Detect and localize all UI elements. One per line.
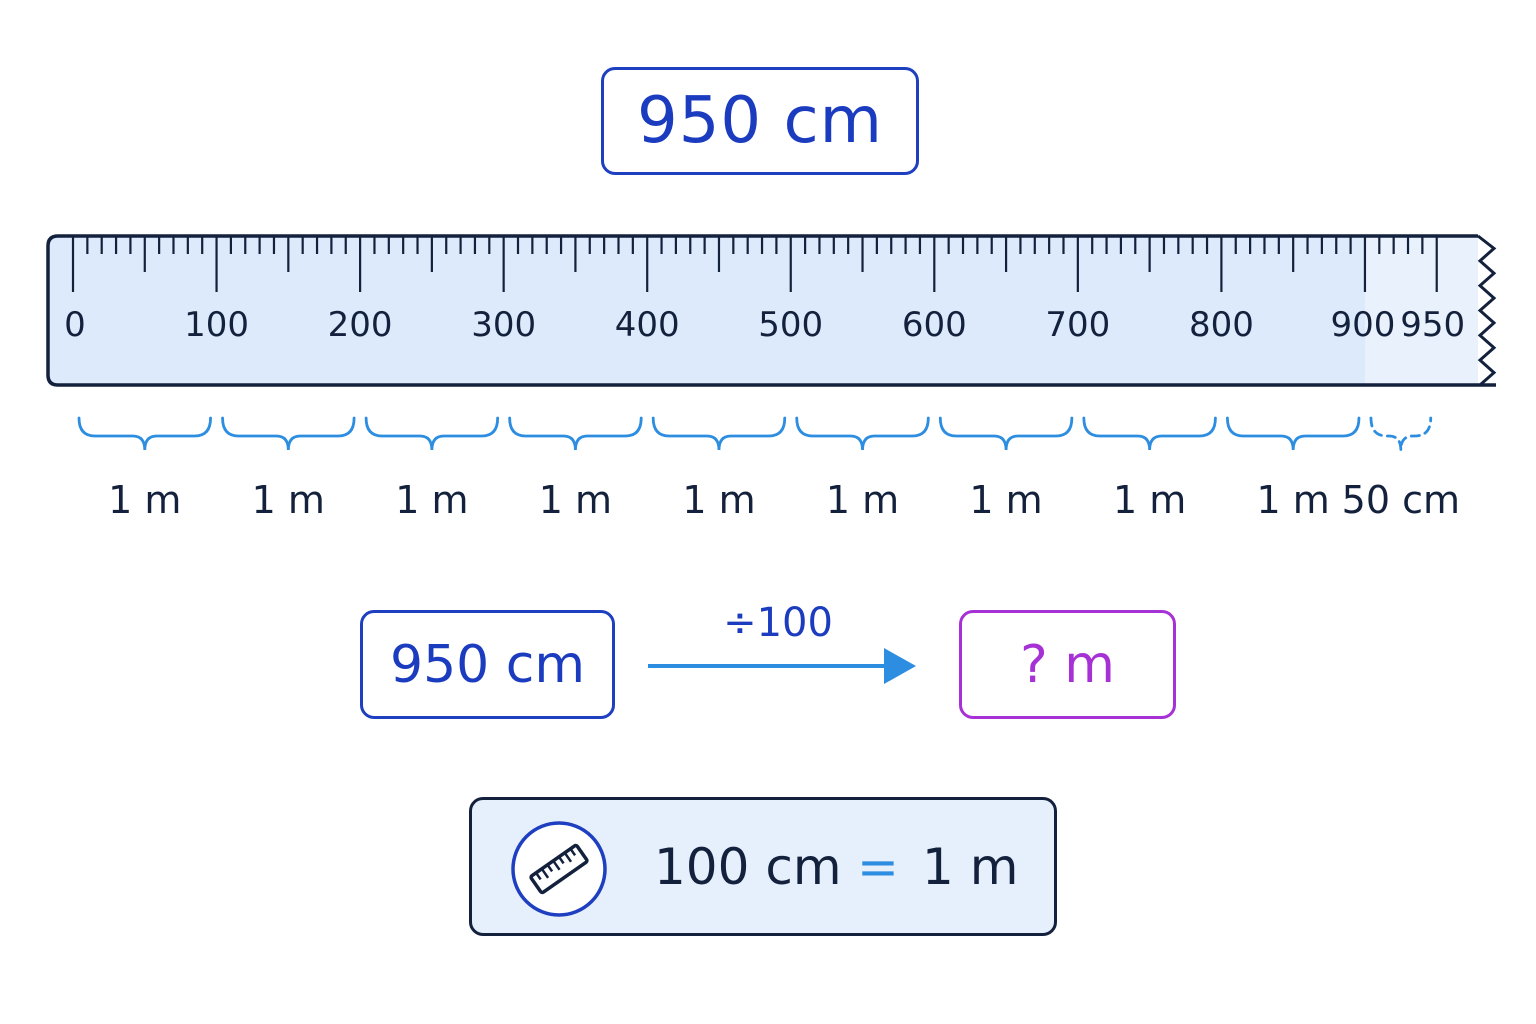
segment-brace	[1226, 416, 1361, 451]
segment-label: 1 m	[252, 478, 325, 522]
ruler-label: 700	[1045, 305, 1110, 345]
ruler-label: 800	[1189, 305, 1254, 345]
segment-brace	[221, 416, 356, 451]
ruler-label: 600	[902, 305, 967, 345]
segment-brace	[1369, 416, 1433, 451]
segment-label: 1 m	[108, 478, 181, 522]
centimeter-box: 950 cm	[360, 610, 615, 719]
arrow-head	[884, 648, 916, 684]
title-box: 950 cm	[601, 67, 919, 175]
ruler-outline	[46, 234, 1496, 387]
segment-label: 1 m	[826, 478, 899, 522]
meter-box: ? m	[959, 610, 1176, 719]
fact-meters: 1 m	[922, 838, 1019, 896]
ruler-torn-edge	[1477, 234, 1497, 387]
segment-label: 50 cm	[1342, 478, 1460, 522]
ruler-label: 500	[758, 305, 823, 345]
segment-brace	[77, 416, 212, 451]
segment-brace	[1082, 416, 1217, 451]
segment-label: 1 m	[539, 478, 612, 522]
segment-labels: 1 m 1 m 1 m 1 m 1 m 1 m 1 m 1 m 1 m 50 cm	[108, 478, 1460, 522]
ruler-fill	[48, 236, 1478, 385]
fact-equals-sign: =	[857, 838, 899, 896]
segment-braces	[77, 416, 1433, 451]
segment-brace	[364, 416, 500, 451]
segment-label: 1 m	[682, 478, 755, 522]
ruler-ticks	[71, 236, 1438, 292]
conversion-arrow	[648, 648, 916, 684]
centimeter-value: 950 cm	[389, 634, 586, 695]
fact-centimeters: 100 cm	[654, 838, 842, 896]
ruler-label: 400	[615, 305, 680, 345]
ruler-label: 0	[64, 305, 86, 345]
ruler-icon	[511, 821, 607, 917]
meter-value: ? m	[1020, 634, 1115, 695]
ruler-end-fill	[1364, 236, 1478, 385]
ruler-label: 900	[1330, 305, 1395, 345]
segment-brace	[795, 416, 930, 451]
segment-brace	[938, 416, 1074, 451]
segment-label: 1 m	[395, 478, 468, 522]
title-text: 950 cm	[636, 84, 884, 158]
segment-label: 1 m	[969, 478, 1042, 522]
ruler-label: 300	[471, 305, 536, 345]
conversion-fact-box: 100 cm = 1 m	[469, 797, 1057, 936]
ruler-label: 100	[184, 305, 249, 345]
segment-label: 1 m	[1113, 478, 1186, 522]
divide-operation-label: ÷100	[723, 600, 833, 646]
ruler-label: 950	[1400, 305, 1465, 345]
segment-label: 1 m	[1257, 478, 1330, 522]
ruler-body	[46, 234, 1497, 387]
ruler-label: 200	[328, 305, 393, 345]
segment-brace	[651, 416, 787, 451]
segment-brace	[508, 416, 643, 451]
